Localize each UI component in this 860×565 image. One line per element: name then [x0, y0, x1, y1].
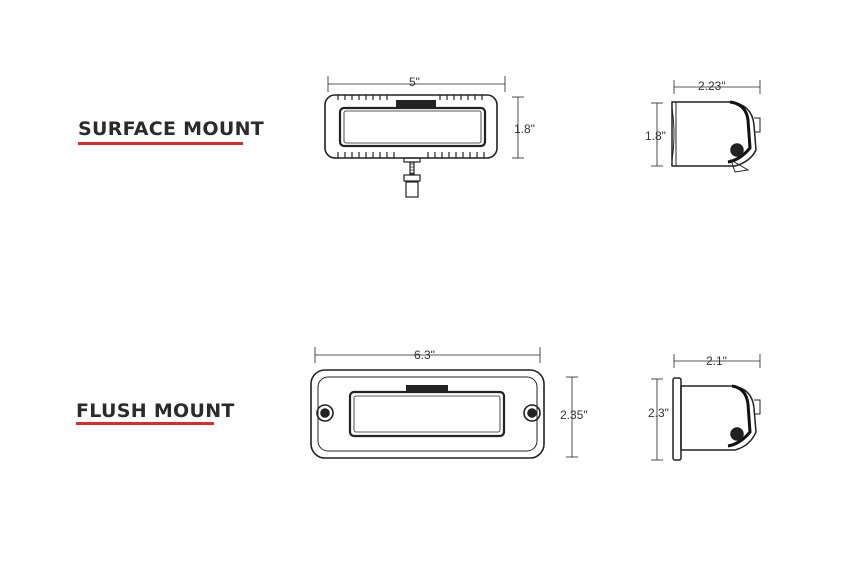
flush-front-view [310, 347, 578, 459]
flush-mount-title: FLUSH MOUNT [76, 400, 235, 422]
surface-front-height-label: 1.8" [514, 122, 535, 136]
surface-side-view [651, 80, 761, 173]
surface-front-width-label: 5" [409, 75, 420, 89]
flush-front-height-label: 2.35" [560, 408, 588, 422]
flush-side-view [651, 354, 761, 461]
surface-mount-underline [78, 142, 243, 145]
surface-mount-title: SURFACE MOUNT [78, 118, 265, 140]
flush-side-height-label: 2.3" [648, 406, 669, 420]
surface-side-height-label: 1.8" [645, 129, 666, 143]
flush-front-width-label: 6.3" [414, 348, 435, 362]
surface-front-view [324, 76, 524, 198]
flush-side-depth-label: 2.1" [706, 354, 727, 368]
surface-side-depth-label: 2.23" [698, 79, 726, 93]
flush-mount-underline [76, 422, 214, 425]
